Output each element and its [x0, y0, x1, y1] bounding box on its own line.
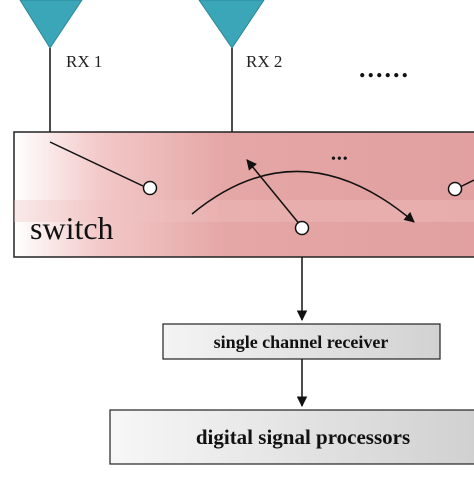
receiver-label: single channel receiver	[214, 332, 389, 352]
switch-contact-left	[142, 180, 158, 196]
switch-pointer	[246, 159, 302, 227]
processor-box	[109, 409, 474, 465]
switch-label: switch	[30, 210, 114, 246]
switch-more-dots: •••	[331, 152, 349, 167]
antenna-rx2-label: RX 2	[246, 52, 282, 71]
switch-contact-right	[447, 181, 463, 197]
switch-arm-right	[459, 179, 474, 188]
antenna-rx2-icon	[198, 0, 265, 49]
antenna-rx1-icon	[19, 0, 83, 49]
antenna-rx1: RX 1	[19, 0, 102, 132]
antenna-rx1-label: RX 1	[66, 52, 102, 71]
processor-label: digital signal processors	[196, 425, 410, 449]
switch-arm-left	[49, 141, 144, 187]
switch-block: switch •••	[13, 131, 474, 258]
more-antennas-ellipsis: ......	[359, 54, 410, 83]
receiver-block: single channel receiver	[162, 323, 441, 360]
switch-rotation-arc	[191, 170, 415, 223]
switch-highlight-band	[14, 200, 474, 222]
switch-pivot	[294, 220, 310, 236]
receiver-box	[162, 323, 441, 360]
processor-block: digital signal processors	[109, 409, 474, 465]
switch-box	[13, 131, 474, 258]
antenna-rx2: RX 2	[198, 0, 282, 132]
